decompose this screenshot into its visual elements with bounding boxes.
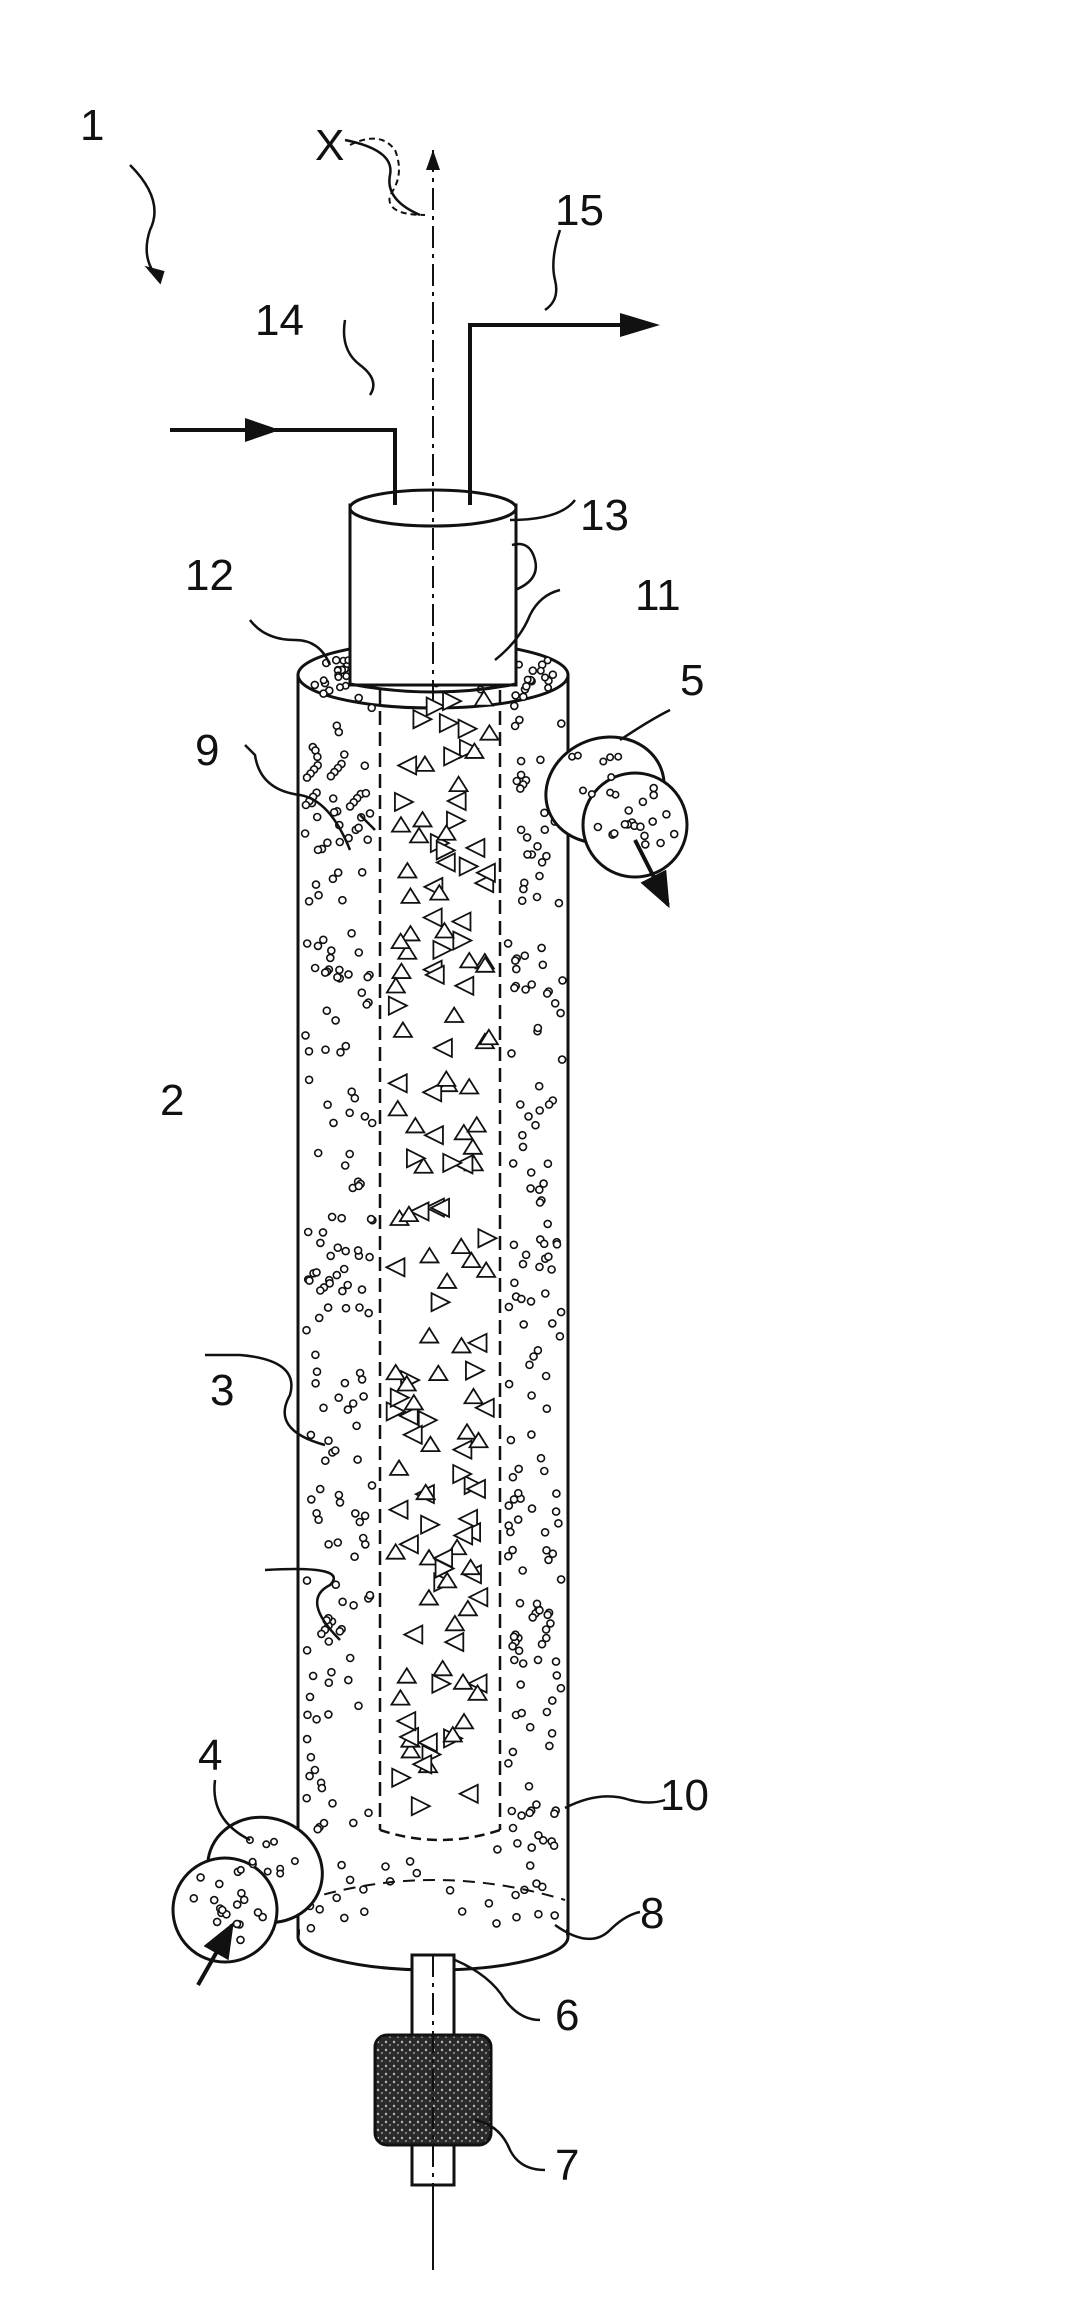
- label-inner-bottom: 10: [660, 1771, 709, 1820]
- label-device: 1: [80, 101, 104, 150]
- label-outer-shell: 2: [160, 1076, 184, 1125]
- label-bottom-cap: 7: [555, 2141, 579, 2190]
- label-inner-wall: 9: [195, 726, 219, 775]
- label-axis-x: X: [315, 121, 344, 170]
- label-outflow: 15: [555, 186, 604, 235]
- label-bottom-end: 8: [640, 1889, 664, 1938]
- label-top-right-end: 11: [635, 571, 681, 620]
- axis-label-leader: [350, 139, 425, 215]
- inflow-arrow: [170, 430, 395, 505]
- label-top-left-end: 12: [185, 551, 234, 600]
- outflow-arrow: [470, 325, 650, 505]
- axis-pointer-arrow: [426, 150, 440, 170]
- label-top-tube: 13: [580, 491, 629, 540]
- label-bottom-stem: 6: [555, 1991, 579, 2040]
- label-outlet-port: 5: [680, 656, 704, 705]
- label-inlet-port: 4: [198, 1731, 222, 1780]
- label-inflow: 14: [255, 296, 304, 345]
- label-outer-chamber: 3: [210, 1366, 234, 1415]
